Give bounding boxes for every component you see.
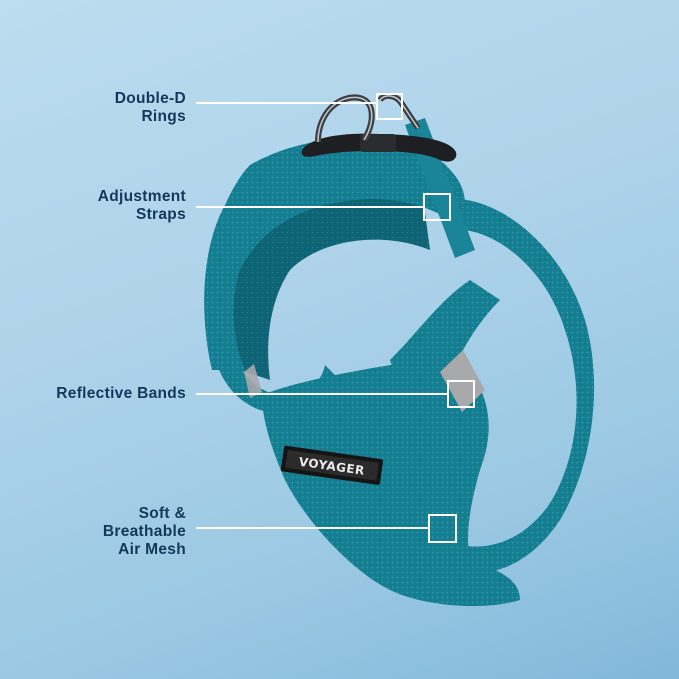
callout-leader-line — [196, 102, 376, 104]
callout-label-reflective-bands: Reflective Bands — [56, 385, 186, 403]
callout-text-line: Adjustment — [97, 188, 186, 205]
callout-label-adjustment-straps: Adjustment Straps — [98, 188, 186, 224]
harness-back-band — [204, 138, 465, 370]
callout-text-line: Rings — [141, 108, 186, 125]
voyager-badge: VOYAGER — [280, 445, 384, 485]
callout-text-line: Straps — [135, 206, 186, 223]
callout-marker-air-mesh — [428, 514, 457, 543]
callout-text-line: Reflective Bands — [56, 385, 186, 402]
callout-label-double-d-rings: Double-D Rings — [115, 90, 186, 126]
harness-left-leg-loop — [210, 300, 340, 414]
callout-marker-adjustment-straps — [423, 193, 451, 221]
callout-marker-reflective-bands — [447, 380, 475, 408]
callout-text-line: Soft & — [138, 505, 186, 522]
callout-leader-line — [196, 527, 428, 529]
callout-label-air-mesh: Soft & Breathable Air Mesh — [103, 505, 186, 559]
callout-text-line: Breathable — [102, 523, 186, 540]
callout-marker-double-d-rings — [376, 93, 403, 120]
harness-right-ring — [440, 198, 595, 573]
callout-text-line: Air Mesh — [118, 541, 186, 558]
callout-leader-line — [196, 393, 447, 395]
callout-leader-line — [196, 206, 423, 208]
harness-chest-panel — [262, 360, 520, 607]
harness-diagonal-strap — [380, 280, 500, 470]
callout-text-line: Double-D — [114, 90, 186, 107]
